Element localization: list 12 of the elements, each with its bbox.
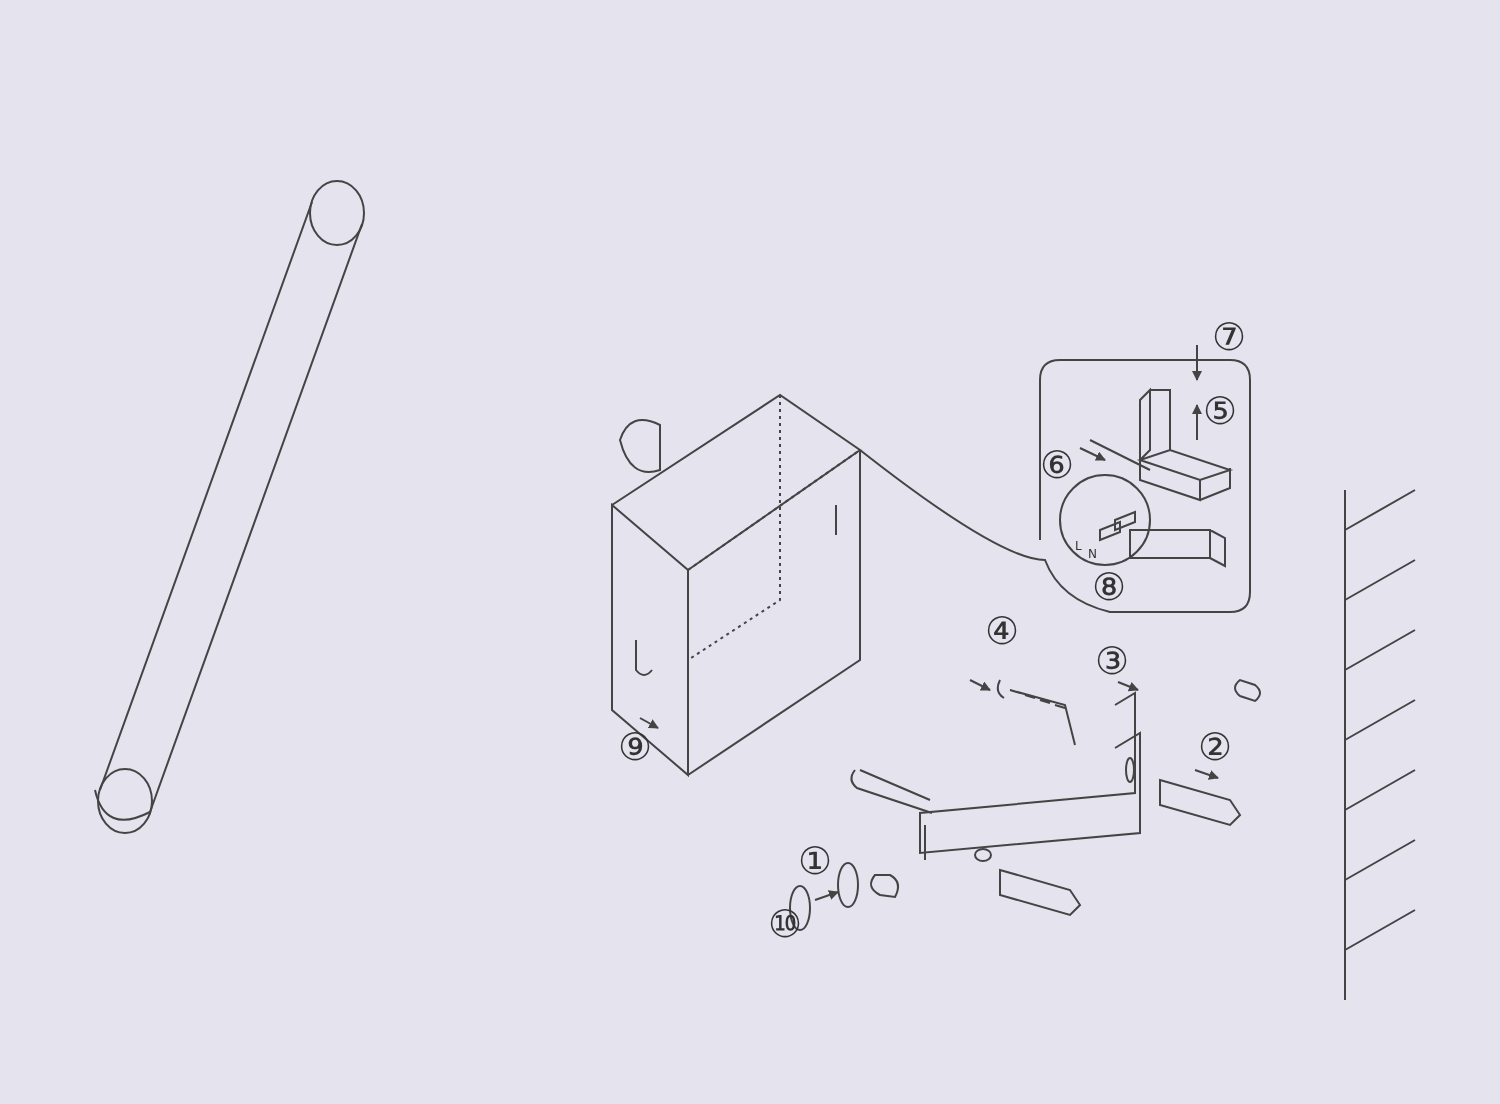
callout-number: ⑧ bbox=[1092, 568, 1127, 606]
terminal-marking: L bbox=[1075, 540, 1082, 552]
callout-number: ③ bbox=[1095, 642, 1130, 680]
callout-number: ⑤ bbox=[1203, 392, 1238, 430]
terminal-marking: N bbox=[1088, 548, 1097, 560]
callout-number: ④ bbox=[985, 612, 1020, 650]
callout-number: ⑥ bbox=[1040, 446, 1075, 484]
callout-number: ⑦ bbox=[1212, 318, 1247, 356]
callout-number: ② bbox=[1198, 728, 1233, 766]
callout-number: ⑨ bbox=[618, 728, 653, 766]
callout-number: ⑩ bbox=[768, 905, 803, 943]
callout-number: ① bbox=[798, 842, 833, 880]
